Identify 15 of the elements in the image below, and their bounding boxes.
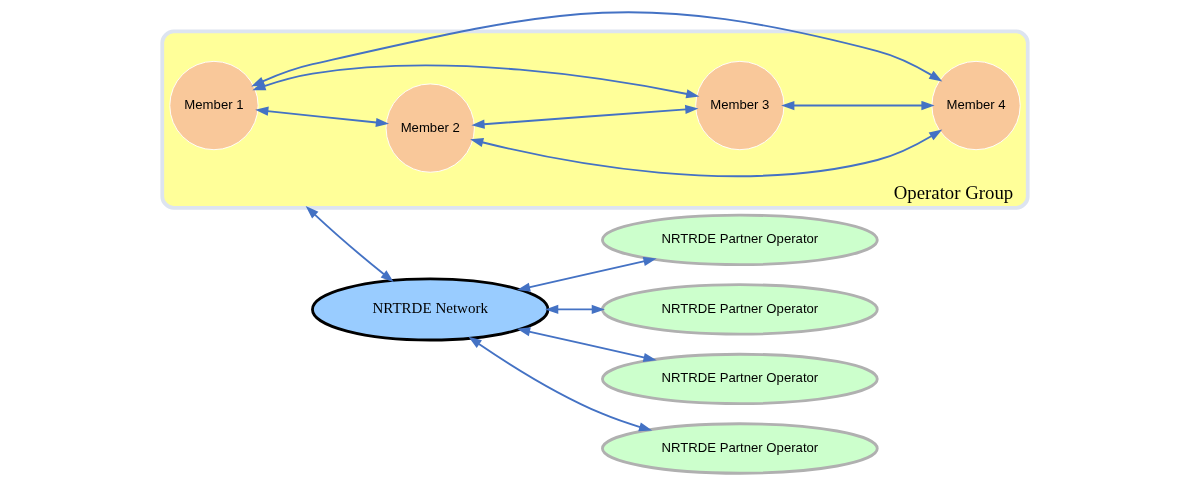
arrow	[470, 104, 698, 129]
arrow	[544, 304, 605, 315]
node-circle: Member 3	[694, 60, 784, 151]
arrow	[780, 100, 935, 111]
arrow	[516, 327, 657, 362]
node-circle: Member 1	[168, 60, 259, 151]
arrow	[305, 206, 394, 283]
arrow	[254, 106, 389, 128]
node-ellipse: NRTRDE Network	[310, 277, 549, 342]
arrow	[469, 129, 942, 178]
arrow	[516, 256, 657, 292]
arrow	[250, 11, 942, 87]
arrow	[467, 336, 652, 432]
node-ellipse: NRTRDE Partner Operator	[600, 283, 879, 336]
node-circle: Member 2	[385, 83, 475, 173]
